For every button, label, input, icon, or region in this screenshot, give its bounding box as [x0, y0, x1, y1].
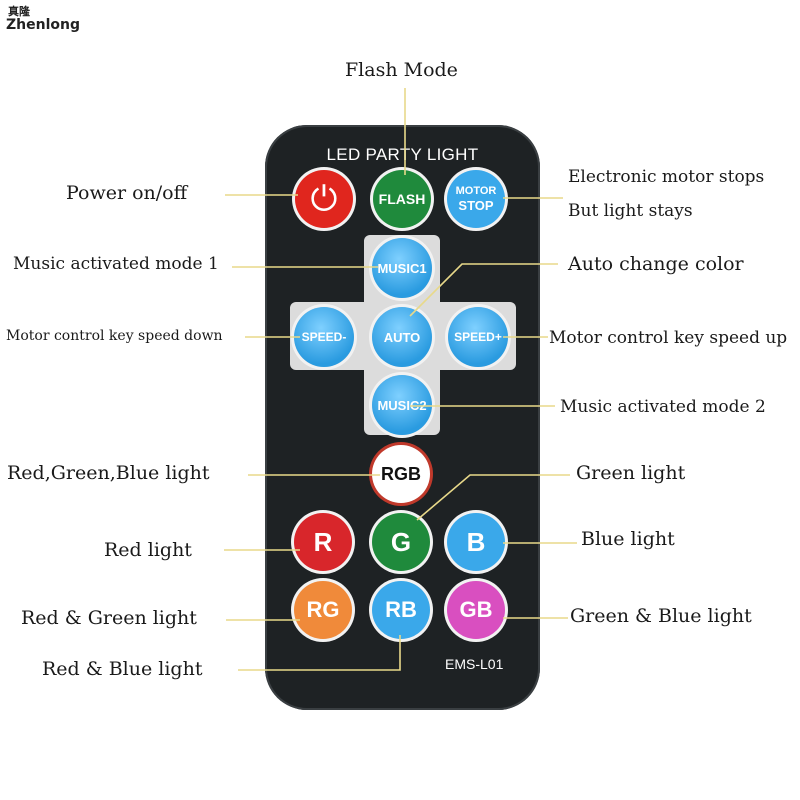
brand-logo-name: Zhenlong	[6, 17, 80, 33]
label-blue: Blue light	[581, 528, 675, 550]
label-red-green: Red & Green light	[21, 607, 197, 629]
brand-logo-chinese: 真隆	[8, 5, 30, 18]
label-red-blue: Red & Blue light	[42, 658, 203, 680]
label-green-blue: Green & Blue light	[570, 605, 752, 627]
label-motor-stop-line1: Electronic motor stops	[568, 167, 765, 187]
remote-model-number: EMS-L01	[445, 656, 504, 672]
label-speed-up: Motor control key speed up	[549, 328, 788, 348]
label-speed-down: Motor control key speed down	[6, 328, 223, 344]
label-music2: Music activated mode 2	[560, 397, 766, 417]
leader-green	[416, 474, 570, 521]
leader-auto	[409, 263, 558, 317]
red-green-button[interactable]: RG	[294, 581, 352, 639]
label-power: Power on/off	[66, 182, 188, 204]
leader-red-blue	[238, 635, 401, 671]
remote-title: LED PARTY LIGHT	[326, 145, 479, 164]
label-green: Green light	[576, 462, 686, 484]
label-rgb: Red,Green,Blue light	[7, 462, 210, 484]
label-motor-stop-line2: But light stays	[568, 201, 693, 221]
label-red: Red light	[104, 539, 192, 561]
label-auto: Auto change color	[568, 253, 744, 275]
label-music1: Music activated mode 1	[13, 254, 219, 274]
label-flash-mode: Flash Mode	[345, 59, 458, 81]
